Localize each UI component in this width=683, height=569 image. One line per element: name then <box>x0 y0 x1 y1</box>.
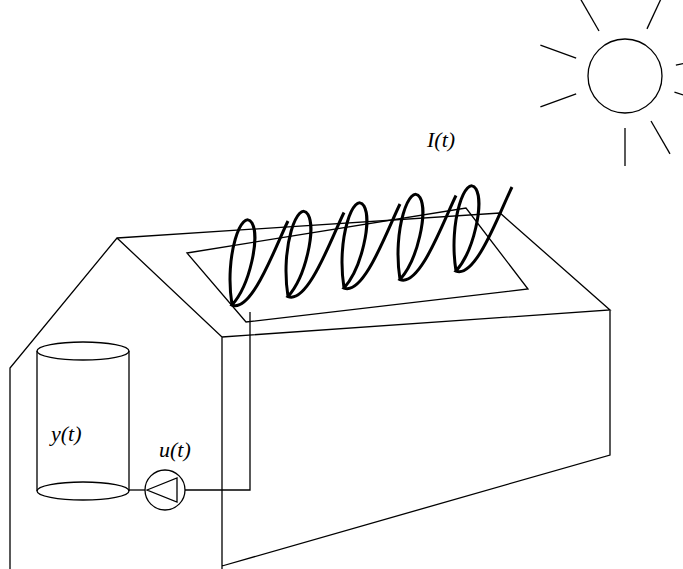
collector-coil <box>230 186 512 306</box>
sun <box>588 39 662 113</box>
house-outline <box>10 213 610 569</box>
storage-tank: y(t) <box>37 342 129 500</box>
sun-rays <box>540 0 683 166</box>
sun-ray <box>624 128 625 166</box>
pump-symbol: u(t) <box>145 470 185 510</box>
sun-ray <box>540 94 576 107</box>
sun-ray <box>647 0 663 29</box>
pipe <box>185 312 250 490</box>
sun-ray <box>674 92 683 104</box>
pump-outline <box>145 470 185 510</box>
sun-ray <box>580 0 599 31</box>
tank-level: y(t) <box>51 422 82 446</box>
irradiance-label: I(t) <box>427 128 455 152</box>
sun-ray <box>676 57 683 65</box>
sun-ray <box>651 121 670 154</box>
pump-signal: u(t) <box>159 438 191 462</box>
sun-ray <box>540 45 576 58</box>
pipe-connector <box>129 489 145 490</box>
tank-outline <box>37 342 129 500</box>
